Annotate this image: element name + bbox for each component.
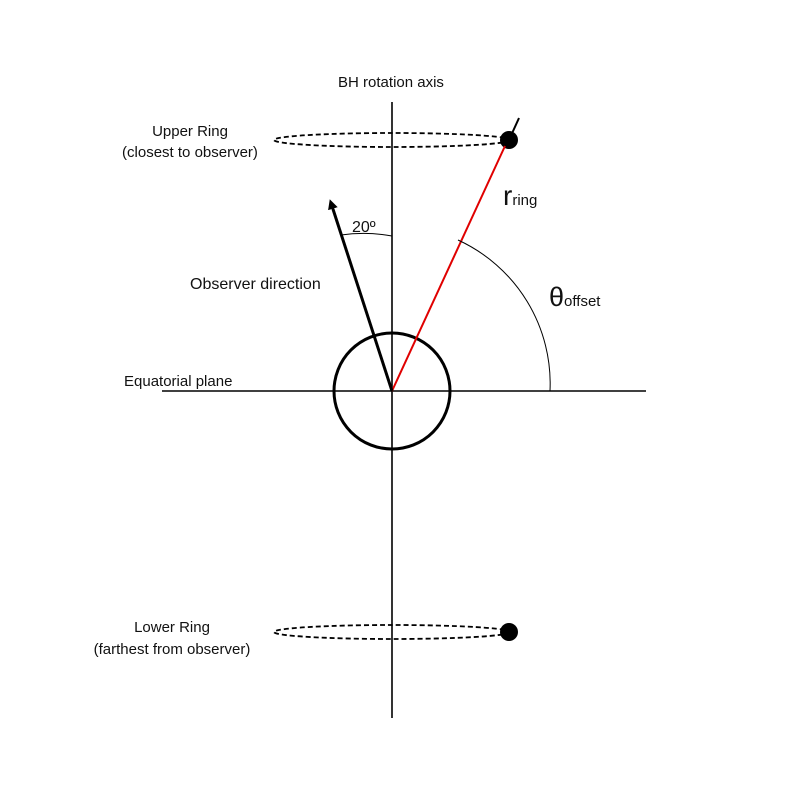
lower-ring-label-line1: Lower Ring <box>134 619 210 636</box>
theta-offset-label: θoffset <box>549 282 601 312</box>
lower-ring-label-line2: (farthest from observer) <box>94 641 251 658</box>
theta-offset-arc <box>457 239 551 392</box>
upper-ring-label-line1: Upper Ring <box>152 123 228 140</box>
observer-direction-label: Observer direction <box>190 276 321 293</box>
angle-20-label: 20º <box>352 219 376 236</box>
angle-20-arc <box>340 232 393 237</box>
lower-ring-particle <box>500 623 518 641</box>
upper-ring-label-line2: (closest to observer) <box>122 144 258 161</box>
axis-label: BH rotation axis <box>338 74 444 91</box>
theta-offset-subscript: offset <box>564 293 601 310</box>
observer-direction-arrow <box>328 199 394 392</box>
r-ring-main: r <box>503 180 512 211</box>
equatorial-plane-label: Equatorial plane <box>124 373 232 390</box>
black-hole-circle <box>332 331 452 451</box>
r-ring-vector <box>391 145 506 392</box>
upper-particle-extension <box>508 117 520 141</box>
r-ring-subscript: ring <box>512 192 537 209</box>
r-ring-label: rring <box>503 180 537 211</box>
theta-offset-main: θ <box>549 282 564 312</box>
